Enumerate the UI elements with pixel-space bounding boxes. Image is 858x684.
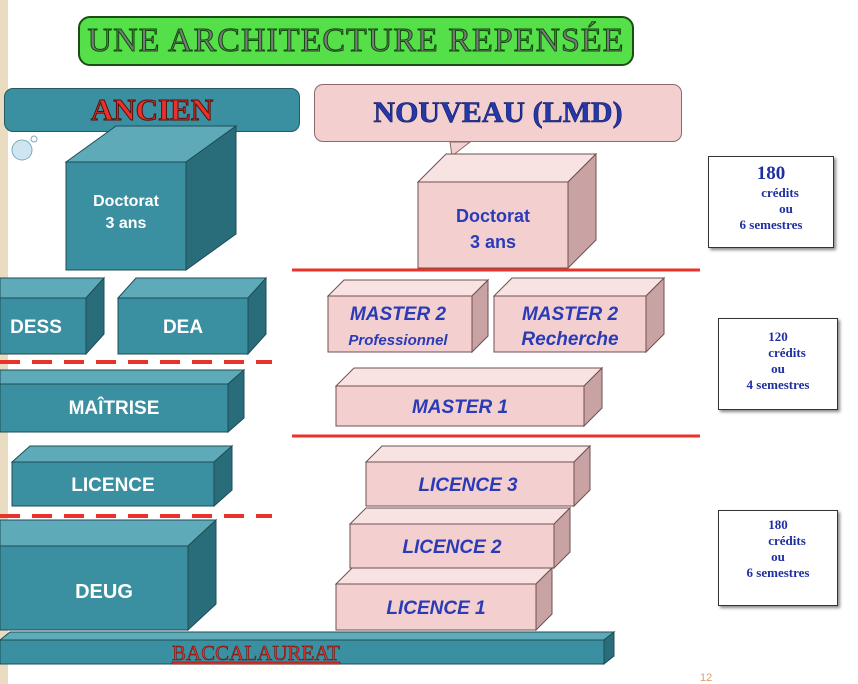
ancien-licence-block: LICENCE <box>10 444 234 508</box>
ancien-heading-box: ANCIEN <box>4 88 300 132</box>
credits-bottom-semesters: 6 semestres <box>746 565 810 580</box>
nouveau-master2-pro-label: MASTER 2 <box>350 304 447 325</box>
ancien-heading: ANCIEN <box>90 92 214 128</box>
ancien-doctorat-label: Doctorat <box>93 193 159 210</box>
credits-top-unit: crédits <box>761 185 799 200</box>
nouveau-licence3-block: LICENCE 3 <box>364 444 592 508</box>
ancien-dess-block: DESS <box>0 276 106 356</box>
nouveau-doctorat-label: Doctorat <box>456 206 530 226</box>
ancien-doctorat-block: Doctorat 3 ans <box>64 125 238 271</box>
credits-box-middle: 120 crédits ou 4 semestres <box>718 318 838 410</box>
credits-middle-unit: crédits <box>768 345 806 360</box>
page-number: 12 <box>700 672 713 684</box>
ancien-doctorat-duration: 3 ans <box>106 215 147 232</box>
ancien-maitrise-label: MAÎTRISE <box>69 397 160 419</box>
credits-middle-number: 120 <box>768 329 788 344</box>
nouveau-master2-rech-block: MASTER 2 Recherche <box>492 276 666 354</box>
nouveau-licence1-label: LICENCE 1 <box>386 598 485 619</box>
nouveau-master1-block: MASTER 1 <box>334 366 604 428</box>
ancien-dess-label: DESS <box>10 317 62 338</box>
nouveau-master2-rech-sub: Recherche <box>521 329 619 350</box>
page-title: UNE ARCHITECTURE REPENSÉE <box>87 22 625 60</box>
credits-top-number: 180 <box>756 163 786 184</box>
credits-bottom-or: ou <box>771 549 785 564</box>
ancien-deug-label: DEUG <box>75 581 133 603</box>
ancien-dea-block: DEA <box>116 276 268 356</box>
nouveau-doctorat-duration: 3 ans <box>470 232 516 252</box>
nouveau-master2-pro-sub: Professionnel <box>348 332 448 349</box>
credits-box-top: 180 crédits ou 6 semestres <box>708 156 834 248</box>
credits-box-bottom: 180 crédits ou 6 semestres <box>718 510 838 606</box>
credits-middle-semesters: 4 semestres <box>746 377 810 392</box>
ancien-dea-label: DEA <box>163 317 203 338</box>
ancien-maitrise-block: MAÎTRISE <box>0 368 246 434</box>
baccalaureat-base: BACCALAUREAT <box>0 630 616 665</box>
callout-tail <box>449 141 472 157</box>
decorative-dot <box>30 135 38 143</box>
decorative-circle <box>11 139 33 161</box>
title-banner: UNE ARCHITECTURE REPENSÉE <box>78 16 634 66</box>
nouveau-heading: NOUVEAU (LMD) <box>373 96 623 130</box>
nouveau-master1-label: MASTER 1 <box>412 397 508 418</box>
nouveau-doctorat-block: Doctorat 3 ans <box>416 152 598 270</box>
nouveau-licence1-block: LICENCE 1 <box>334 566 554 632</box>
nouveau-licence2-block: LICENCE 2 <box>348 506 572 570</box>
ancien-deug-block: DEUG <box>0 518 218 632</box>
nouveau-heading-box: NOUVEAU (LMD) <box>314 84 682 142</box>
ancien-licence-label: LICENCE <box>71 475 154 496</box>
nouveau-master2-rech-label: MASTER 2 <box>522 304 619 325</box>
credits-middle-or: ou <box>771 361 785 376</box>
nouveau-licence2-label: LICENCE 2 <box>402 537 502 558</box>
credits-top-or: ou <box>779 201 793 216</box>
nouveau-licence3-label: LICENCE 3 <box>418 475 518 496</box>
credits-top-semesters: 6 semestres <box>739 217 803 232</box>
nouveau-master2-pro-block: MASTER 2 Professionnel <box>326 278 490 354</box>
credits-bottom-number: 180 <box>768 517 788 532</box>
credits-bottom-unit: crédits <box>768 533 806 548</box>
baccalaureat-label: BACCALAUREAT <box>172 641 340 665</box>
